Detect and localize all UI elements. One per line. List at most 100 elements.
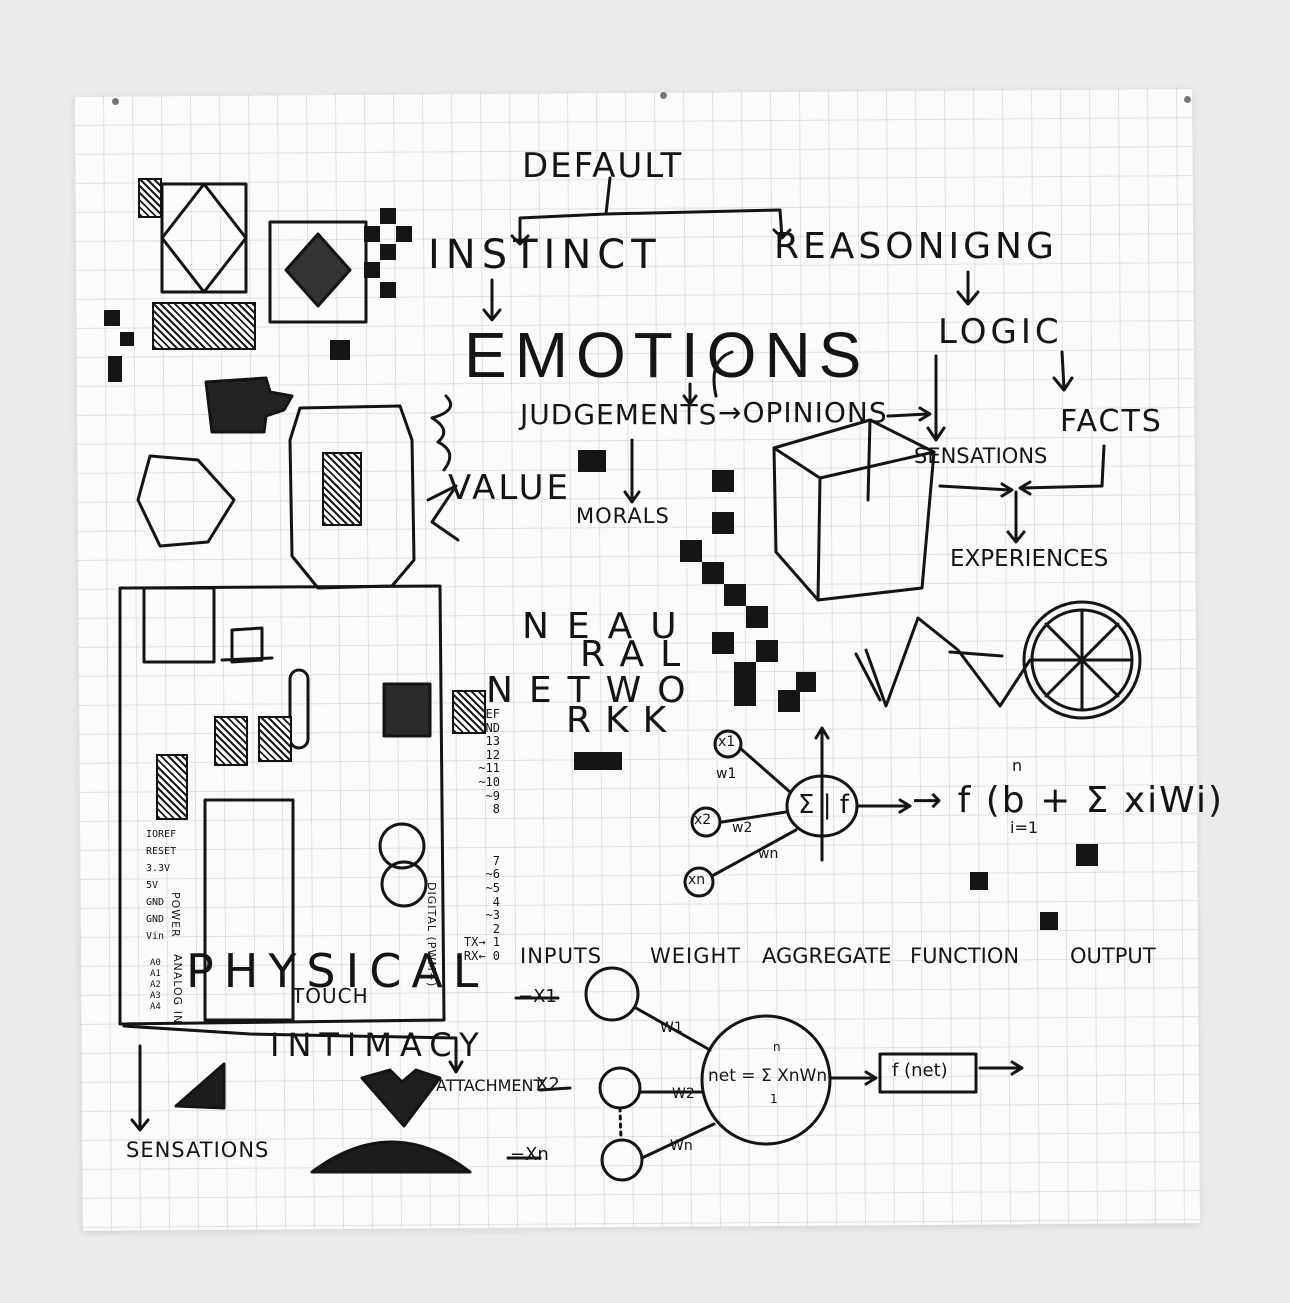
heart-shape [360,1068,442,1128]
analog-pin: A1 [150,969,161,979]
chip [203,798,295,1022]
perceptron-input-1: x1 [718,734,736,750]
digital-pin: 7 [492,853,500,868]
diagram-header-function: FUNCTION [910,944,1020,968]
diagram-header-inputs: INPUTS [520,944,603,968]
diagram-header-weight: WEIGHT [650,944,742,968]
motif-hexagon [136,454,236,548]
label-network-1: NETWO [486,670,702,711]
label-instinct: INSTINCT [428,232,662,278]
label-morals: MORALS [576,504,670,528]
label-judgements: JUDGEMENTS [520,398,718,431]
hatched-motif [452,690,486,734]
diagram-input-xn [600,1138,644,1182]
opinion-cube [772,418,936,602]
power-pin: 3.3V [146,863,171,874]
perceptron-sum-lower: i=1 [1010,818,1039,837]
perceptron-weight-n: wn [758,846,779,862]
label-neural-2: RAL [580,634,697,675]
analog-pin: A4 [150,1002,161,1012]
power-pin: 5V [146,880,159,891]
label-reasoning: REASONIGNG [774,226,1058,267]
diagram-input-x1 [584,966,640,1022]
default-to-reasoning-arrow [604,208,784,240]
wheel-drawing [1022,600,1142,720]
aggregate-node [700,1014,832,1146]
power-pin: Vin [146,931,165,942]
digital-pin: 8 [492,802,500,817]
label-neural-1: NEAU [522,606,695,647]
hatched-motif [138,178,162,218]
dome-shape [310,1140,472,1174]
label-opinions: →OPINIONS [718,396,888,429]
perceptron-input-2: x2 [694,812,712,828]
digital-pin: ~3 [485,908,500,923]
label-physical: PHYSICAL [186,944,489,998]
input-node [690,806,722,838]
analog-label: ANALOG IN [171,954,184,1025]
hatched-motif [156,754,188,820]
diagram-sum-upper: n [773,1040,781,1054]
digital-pin: ~11 [478,761,500,776]
motif-octagon [288,404,416,590]
digital-pin: ~5 [485,880,500,895]
diagram-net-formula: net = Σ XnWn [708,1066,828,1086]
perceptron-output: → f (b + Σ xiWi) [912,780,1225,821]
digital-pin: ~6 [485,867,500,882]
perceptron-input-n: xn [688,872,706,888]
hatched-motif [258,716,292,762]
diagram-weight-n: Wn [670,1138,693,1154]
digital-pin: RX← 0 [463,948,500,963]
pin [660,92,667,99]
hatched-motif [322,452,362,526]
digital-pin: TX→ 1 [463,935,500,950]
digital-label: DIGITAL (PWM~) [425,882,438,988]
analog-pin-list: A0 A1 A2 A3 A4 [150,958,161,1013]
input-node [713,729,743,759]
perceptron-sum-upper: n [1012,756,1023,775]
digital-pin: ~9 [485,788,500,803]
analog-pin: A2 [150,980,161,990]
diagram-input-x2 [598,1066,642,1110]
pin-gap [452,817,500,855]
label-emotions: EMOTIONS [464,319,870,391]
label-network-2: RKK [566,700,681,741]
network-sketch [864,616,1032,708]
diagram-header-aggregate: AGGREGATE [762,944,892,968]
digital-pin-list: AREF GND 13 12 ~11 ~10 ~9 8 7 ~6 ~5 4 ~3… [452,707,500,964]
digital-pin: ~10 [478,774,500,789]
pin [1184,96,1191,103]
analog-pin: A0 [150,958,161,968]
digital-pin: 4 [492,894,500,909]
default-to-instinct-arrow [518,176,612,242]
hatched-motif [152,302,256,350]
label-logic: LOGIC [938,312,1063,352]
label-attachment: ATTACHMENT [436,1076,544,1095]
function-box [878,1052,978,1094]
perceptron-weight-2: w2 [732,820,753,836]
input-node [683,866,715,898]
power-pin: IOREF [146,829,177,840]
label-facts: FACTS [1060,404,1163,439]
diagram-input-xn-label: −Xn [510,1144,549,1165]
analog-pin: A3 [150,991,161,1001]
diagram-weight-2: W2 [672,1086,695,1102]
digital-pin: 13 [485,734,500,749]
perceptron-weight-1: w1 [716,766,737,782]
label-sensations-bottom: SENSATIONS [126,1138,270,1162]
diagram-sum-lower: 1 [770,1092,778,1106]
power-pin-list: IOREF RESET 3.3V 5V GND GND Vin [146,826,176,945]
power-pin: GND [146,897,165,908]
label-touch: TOUCH [292,984,369,1008]
diagram-input-x2-label: X2 [536,1074,560,1095]
diagram-header-output: OUTPUT [1070,944,1156,968]
label-value: VALUE [448,468,571,508]
label-default: DEFAULT [522,146,684,186]
diagram-weight-1: W1 [660,1020,683,1036]
diagram-input-x1-label: −X1 [518,986,557,1007]
digital-pin: 2 [492,921,500,936]
label-experiences: EXPERIENCES [950,546,1109,572]
digital-pin: 12 [485,747,500,762]
power-pin: RESET [146,846,177,857]
